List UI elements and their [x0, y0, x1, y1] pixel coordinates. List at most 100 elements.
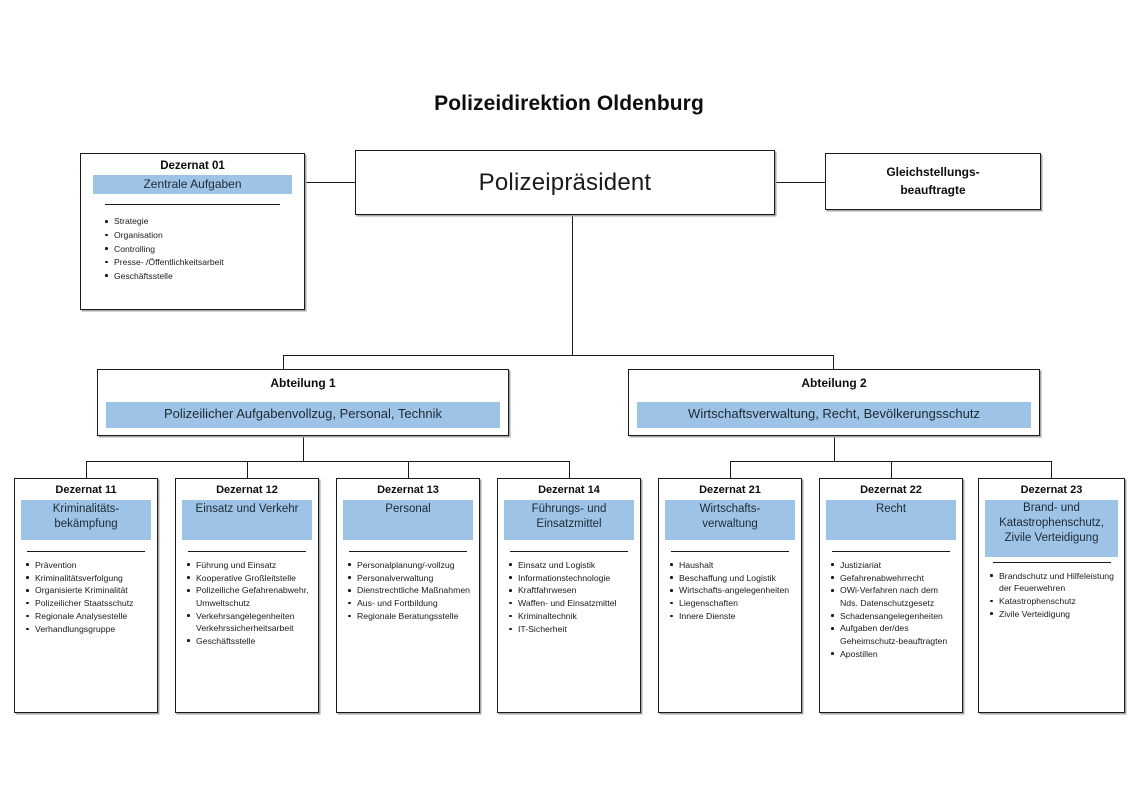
connector-dez22-drop [891, 461, 893, 478]
dezernat-21-task-list: Haushalt Beschaffung und Logistik Wirtsc… [668, 559, 796, 623]
dezernat-01-title: Dezernat 01 [160, 160, 225, 172]
dezernat-13-box[interactable]: Dezernat 13 Personal Personalplanung/-vo… [336, 478, 480, 713]
connector-president-drop [572, 215, 574, 355]
dezernat-12-subtitle: Einsatz und Verkehr [182, 499, 312, 540]
list-item: Justiziariat [829, 559, 957, 571]
dezernat-13-divider [349, 550, 467, 552]
list-item: Gefahrenabwehrrecht [829, 572, 957, 584]
dezernat-23-subtitle: Brand- und Katastrophenschutz, Zivile Ve… [985, 499, 1118, 557]
abteilung-2-title: Abteilung 2 [801, 376, 867, 390]
list-item: Innere Dienste [668, 610, 796, 622]
dezernat-01-divider [105, 204, 280, 206]
list-item: Verhandlungsgruppe [24, 623, 152, 635]
dezernat-23-task-list: Brandschutz und Hilfeleistung der Feuerw… [988, 570, 1119, 620]
subtitle-line: Wirtschafts- [699, 502, 761, 515]
dezernat-01-subtitle: Zentrale Aufgaben [93, 175, 292, 195]
equal-opportunity-officer-box[interactable]: Gleichstellungs- beauftragte [825, 153, 1041, 210]
list-item: Kriminaltechnik [507, 610, 635, 622]
dezernat-22-subtitle: Recht [826, 499, 956, 540]
list-item: Polizeiliche Gefahrenabwehr, Umweltschut… [185, 584, 313, 609]
dezernat-13-task-list: Personalplanung/-vollzug Personalverwalt… [346, 559, 474, 623]
dezernat-23-box[interactable]: Dezernat 23 Brand- und Katastrophenschut… [978, 478, 1125, 713]
abteilung-1-box[interactable]: Abteilung 1 Polizeilicher Aufgabenvollzu… [97, 369, 509, 436]
subtitle-line: Zivile Verteidigung [1004, 532, 1099, 545]
spacer [176, 540, 318, 551]
list-item: Einsatz und Logistik [507, 559, 635, 571]
spacer [820, 540, 962, 551]
list-item: Kriminalitätsverfolgung [24, 572, 152, 584]
dezernat-14-title: Dezernat 14 [538, 484, 600, 496]
list-item: Führung und Einsatz [185, 559, 313, 571]
connector-abteilung1-stem [303, 436, 305, 461]
abteilung-1-title: Abteilung 1 [270, 376, 336, 390]
dezernat-12-divider [188, 550, 306, 552]
list-item: Geschäftsstelle [185, 635, 313, 647]
dezernat-12-box[interactable]: Dezernat 12 Einsatz und Verkehr Führung … [175, 478, 319, 713]
connector-abteilung1-child-bus [86, 461, 569, 463]
dezernat-12-task-list: Führung und Einsatz Kooperative Großleit… [185, 559, 313, 647]
spacer [659, 540, 801, 551]
dezernat-23-divider [992, 561, 1111, 563]
dezernat-14-divider [510, 550, 628, 552]
abteilung-1-subtitle: Polizeilicher Aufgabenvollzug, Personal,… [106, 402, 500, 428]
list-item: Katastrophenschutz [988, 595, 1119, 607]
subtitle-line: Kriminalitäts- [52, 502, 120, 515]
dezernat-14-subtitle: Führungs- und Einsatzmittel [504, 499, 634, 540]
connector-dez13-drop [408, 461, 410, 478]
dezernat-21-box[interactable]: Dezernat 21 Wirtschafts- verwaltung Haus… [658, 478, 802, 713]
dezernat-01-task-list: Strategie Organisation Controlling Press… [103, 215, 304, 282]
dezernat-11-subtitle: Kriminalitäts- bekämpfung [21, 499, 151, 540]
list-item: Zivile Verteidigung [988, 608, 1119, 620]
connector-department-bus [283, 355, 834, 357]
dezernat-13-subtitle: Personal [343, 499, 473, 540]
subtitle-line: bekämpfung [54, 517, 118, 530]
equal-opportunity-line-1: Gleichstellungs- [886, 165, 980, 180]
dezernat-11-task-list: Prävention Kriminalitätsverfolgung Organ… [24, 559, 152, 636]
list-item: IT-Sicherheit [507, 623, 635, 635]
connector-dez21-drop [730, 461, 732, 478]
dezernat-22-title: Dezernat 22 [860, 484, 922, 496]
list-item: Wirtschafts-angelegenheiten [668, 584, 796, 596]
list-item: Apostillen [829, 648, 957, 660]
list-item: Beschaffung und Logistik [668, 572, 796, 584]
list-item: Personalverwaltung [346, 572, 474, 584]
dezernat-14-task-list: Einsatz und Logistik Informationstechnol… [507, 559, 635, 636]
list-item: Regionale Beratungsstelle [346, 610, 474, 622]
president-label: Polizeipräsident [478, 168, 652, 196]
dezernat-14-box[interactable]: Dezernat 14 Führungs- und Einsatzmittel … [497, 478, 641, 713]
dezernat-13-title: Dezernat 13 [377, 484, 439, 496]
dezernat-21-subtitle: Wirtschafts- verwaltung [665, 499, 795, 540]
list-item: Organisierte Kriminalität [24, 584, 152, 596]
equal-opportunity-officer-label: Gleichstellungs- beauftragte [886, 164, 979, 199]
dezernat-22-box[interactable]: Dezernat 22 Recht Justiziariat Gefahrena… [819, 478, 963, 713]
abteilung-2-box[interactable]: Abteilung 2 Wirtschaftsverwaltung, Recht… [628, 369, 1040, 436]
dezernat-22-divider [832, 550, 950, 552]
subtitle-line: Brand- und [1023, 501, 1080, 514]
list-item: Aufgaben der/des Geheimschutz-beauftragt… [829, 622, 957, 647]
list-item: Kraftfahrwesen [507, 584, 635, 596]
subtitle-line: Führungs- und [531, 502, 607, 515]
list-item: OWi-Verfahren nach dem Nds. Datenschutzg… [829, 584, 957, 609]
dezernat-23-title: Dezernat 23 [1020, 484, 1083, 496]
list-item: Schadensangelegenheiten [829, 610, 957, 622]
list-item: Geschäftsstelle [103, 270, 304, 283]
subtitle-line: Personal [385, 502, 431, 515]
list-item: Haushalt [668, 559, 796, 571]
spacer [337, 540, 479, 551]
list-item: Brandschutz und Hilfeleistung der Feuerw… [988, 570, 1119, 595]
list-item: Personalplanung/-vollzug [346, 559, 474, 571]
connector-dez23-drop [1051, 461, 1053, 478]
dezernat-12-title: Dezernat 12 [216, 484, 278, 496]
dezernat-01-box[interactable]: Dezernat 01 Zentrale Aufgaben Strategie … [80, 153, 305, 310]
president-box[interactable]: Polizeipräsident [355, 150, 775, 215]
dezernat-11-divider [27, 550, 145, 552]
connector-dez14-drop [569, 461, 571, 478]
connector-abteilung1-drop [283, 355, 285, 369]
list-item: Presse- /Öffentlichkeitsarbeit [103, 256, 304, 269]
subtitle-line: Einsatz und Verkehr [195, 502, 299, 515]
list-item: Waffen- und Einsatzmittel [507, 597, 635, 609]
connector-president-to-equal-opportunity [775, 182, 825, 184]
dezernat-11-box[interactable]: Dezernat 11 Kriminalitäts- bekämpfung Pr… [14, 478, 158, 713]
list-item: Polizeilicher Staatsschutz [24, 597, 152, 609]
